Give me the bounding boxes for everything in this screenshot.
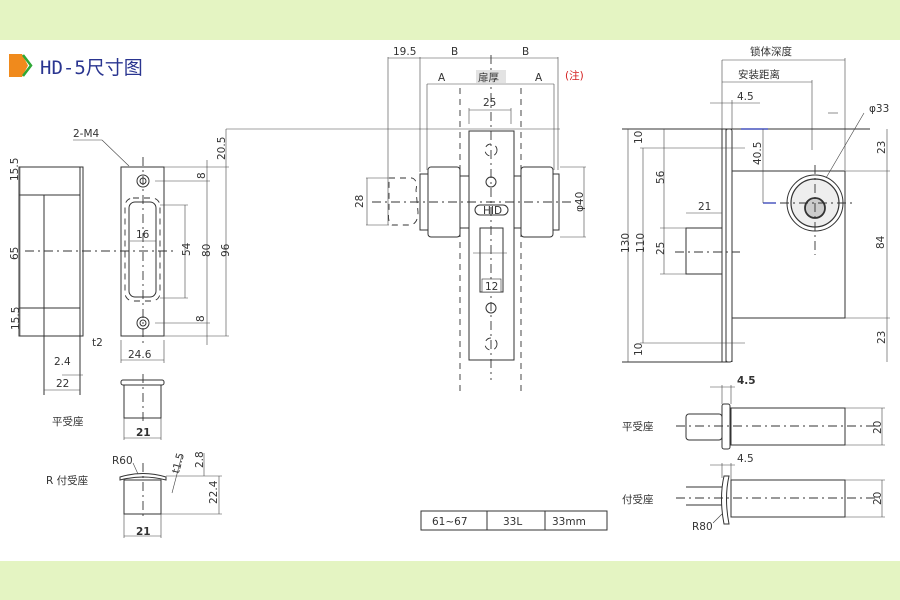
dim-40-5: 40.5 xyxy=(752,142,764,165)
dim-b-left: B xyxy=(451,46,458,58)
spec-model: 33L xyxy=(503,516,522,528)
dim-r-dia: 20 xyxy=(872,492,884,505)
dim-bottom23: 23 xyxy=(876,331,888,344)
door-thickness-bg xyxy=(476,70,506,83)
dim-top-offset: 20.5 xyxy=(216,137,228,160)
r-receptacle-left xyxy=(119,453,222,538)
dim-bottom10: 10 xyxy=(633,343,645,356)
r-receptacle-right xyxy=(676,463,885,525)
dim-latch-width: 12 xyxy=(485,281,498,293)
dim-side-bottom: 15.5 xyxy=(10,307,22,330)
r-receptacle-right-label: 付受座 xyxy=(622,493,654,506)
dim-25: 25 xyxy=(655,242,667,255)
hid-badge xyxy=(474,204,509,216)
dim-flat-width: 21 xyxy=(136,427,151,439)
dim-56: 56 xyxy=(655,170,667,184)
dim-edge: 2.4 xyxy=(54,356,71,368)
strike-side-view xyxy=(18,166,175,395)
flat-receptacle-right xyxy=(676,385,885,450)
dim-flat-dia: 20 xyxy=(872,421,884,434)
dim-knob-dia: φ40 xyxy=(574,192,586,212)
dim-top23: 23 xyxy=(876,141,888,154)
dim-plate-width: 25 xyxy=(483,97,496,109)
dim-84: 84 xyxy=(875,235,887,249)
dim-r-width: 21 xyxy=(136,526,151,538)
dim-door: 扉厚 xyxy=(478,71,499,84)
hid-badge-text: HID xyxy=(483,205,502,217)
dim-a-left: A xyxy=(438,72,446,84)
dim-r-height: 22.4 xyxy=(208,480,220,504)
dim-cyl-dia: φ33 xyxy=(869,103,889,115)
dim-hole-pitch: 80 xyxy=(201,244,213,257)
dim-flat-face: 4.5 xyxy=(737,375,756,387)
top-band xyxy=(0,0,900,40)
dim-thumb-height: 28 xyxy=(354,195,366,208)
dim-slot-width: 16 xyxy=(136,229,150,241)
bottom-band xyxy=(0,561,900,600)
dim-slot-height: 54 xyxy=(181,242,193,256)
dim-total: 130 xyxy=(620,233,632,253)
lock-side-view xyxy=(622,58,890,363)
title-arrow-icon xyxy=(9,54,33,77)
dim-thickness: t2 xyxy=(92,337,103,349)
spec-table xyxy=(420,510,608,531)
dim-thumb-offset: 19.5 xyxy=(393,46,416,58)
dim-face: 4.5 xyxy=(737,91,754,103)
r-receptacle-label: R 付受座 xyxy=(46,474,88,487)
dim-depth: 22 xyxy=(56,378,69,390)
lock-front-view xyxy=(366,55,586,392)
note-mark: (注) xyxy=(565,69,584,82)
flat-receptacle-label: 平受座 xyxy=(52,415,84,428)
dim-top10: 10 xyxy=(633,131,645,144)
spec-cylinder: 33mm xyxy=(552,516,586,528)
dim-height: 96 xyxy=(220,243,232,257)
spec-door-range: 61~67 xyxy=(432,516,468,528)
dim-hole-top: 8 xyxy=(196,172,208,179)
dim-r80: R80 xyxy=(692,521,713,533)
dim-b-right: B xyxy=(522,46,529,58)
flat-receptacle-right-label: 平受座 xyxy=(622,420,654,433)
dim-a-right: A xyxy=(535,72,543,84)
dim-hole-bottom: 8 xyxy=(195,315,207,322)
dim-plate-width: 24.6 xyxy=(128,349,152,361)
body-depth-label: 锁体深度 xyxy=(750,45,792,58)
page-title: HD-5尺寸图 xyxy=(40,57,143,79)
latch-label-box xyxy=(481,278,502,293)
strike-front-view xyxy=(73,128,560,363)
dim-r-face: 4.5 xyxy=(737,453,754,465)
backset-label: 安装距离 xyxy=(738,68,780,81)
dim-side-mid: 65 xyxy=(9,247,21,260)
flat-receptacle-left xyxy=(120,374,165,440)
dim-21: 21 xyxy=(698,201,711,213)
dim-side-top: 15.5 xyxy=(9,158,21,181)
screw-label: 2-M4 xyxy=(73,128,100,140)
dim-t1-5: t1.5 xyxy=(170,452,187,475)
dim-pitch: 110 xyxy=(635,233,647,253)
dim-r60: R60 xyxy=(112,455,133,467)
dim-lip: 2.8 xyxy=(194,451,206,468)
